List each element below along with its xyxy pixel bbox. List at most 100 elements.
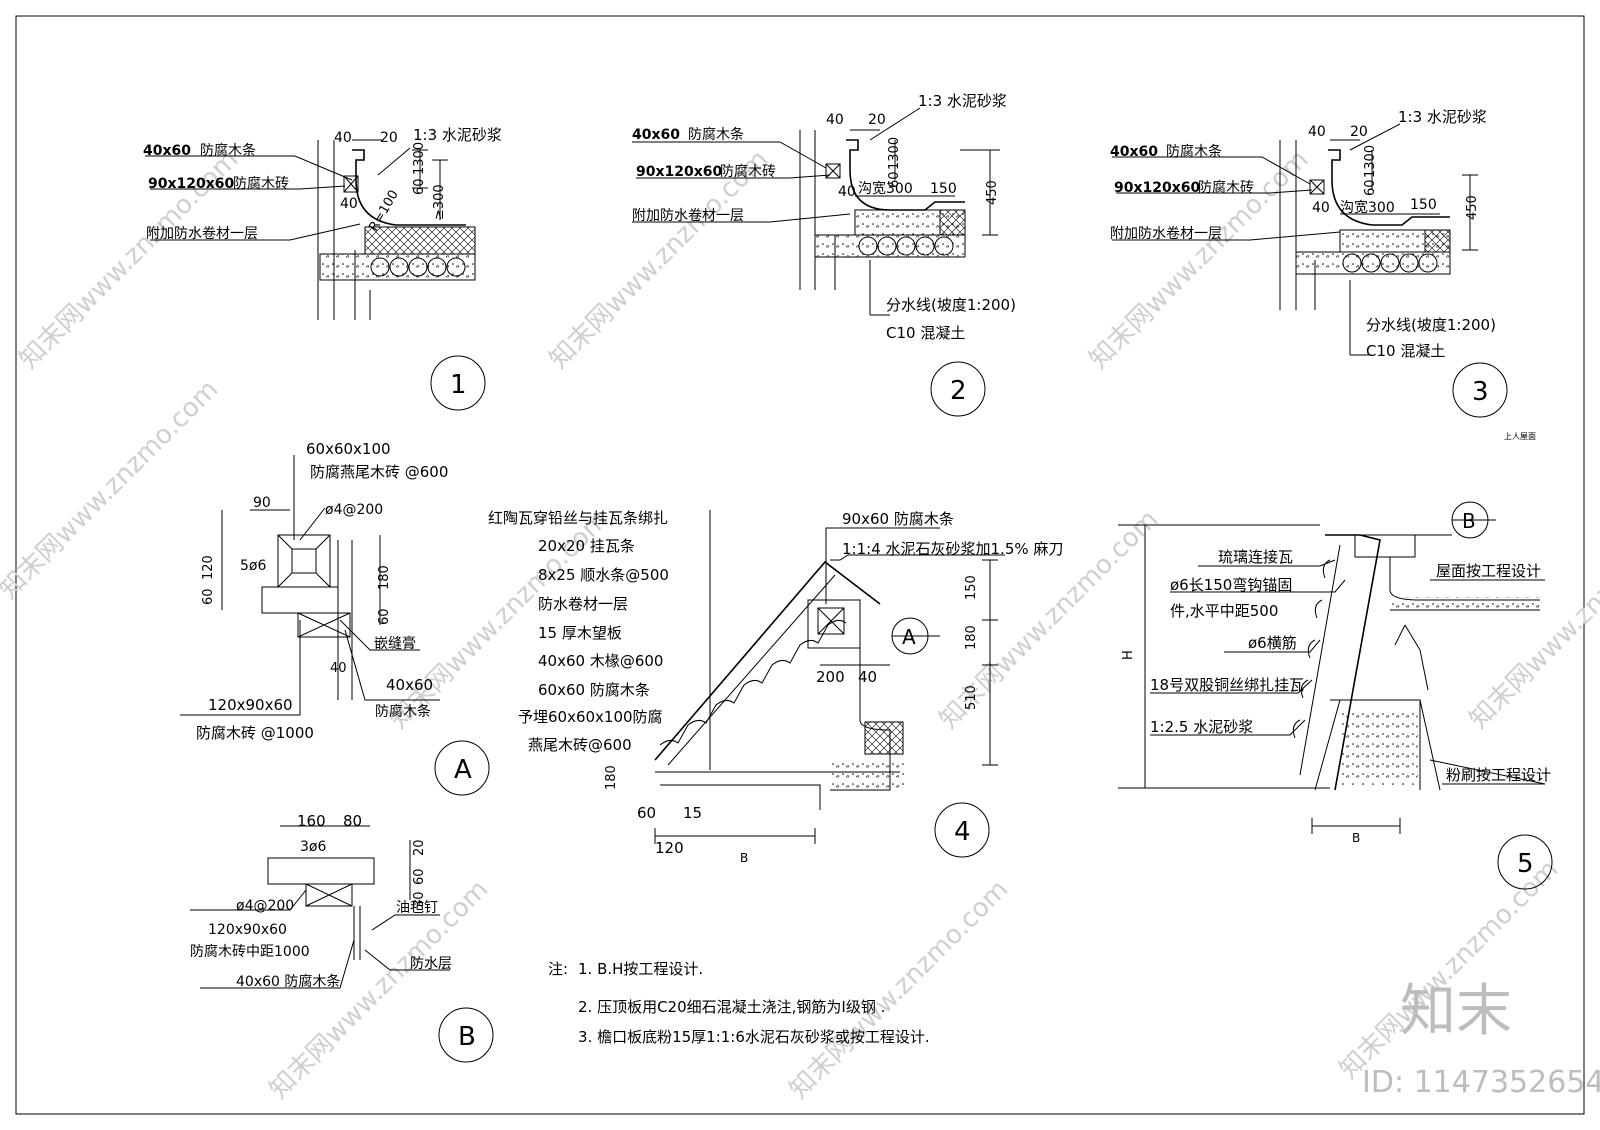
dim-text: 180 (604, 765, 619, 790)
dim-text: 120 (655, 839, 684, 857)
watermark-text: 知末网www.znzmo.com (1464, 504, 1600, 735)
label-anticorrosion-batten: 防腐木条 (200, 142, 256, 159)
dim-text: 60 (887, 171, 902, 188)
dim-text: 60x60x100 (306, 440, 391, 458)
label-anticorrosion-brick: 防腐木砖 @1000 (196, 724, 314, 742)
detail-4: 150 180 510 200 40 180 60 15 120 B 红陶瓦穿铅… (488, 509, 1063, 865)
dim-text: 沟宽300 (858, 180, 913, 197)
label-waterproof-sheet: 防水卷材一层 (538, 595, 628, 613)
label-batten: 60x60 防腐木条 (538, 681, 650, 699)
label-anchor-spacing: 件,水平中距500 (1170, 602, 1278, 620)
label-glazed-tile: 琉璃连接瓦 (1218, 548, 1293, 566)
detail-b: 160 80 3ø6 20 60 30 ø4@200 120x90x60 防腐木… (190, 812, 494, 1063)
dim-text: 60 (377, 608, 392, 625)
dim-text: 150 (964, 575, 979, 600)
label-copper-wire: 18号双股铜丝绑扎挂瓦 (1150, 676, 1304, 694)
label-batten-90x60: 90x60 防腐木条 (842, 510, 954, 528)
label-90x120x60: 90x120x60 (636, 164, 723, 180)
dim-text: 160 (297, 812, 326, 830)
watermark-logo: 知末 (1400, 979, 1512, 1044)
dim-text: 40 (330, 661, 347, 676)
label-40x60: 40x60 (386, 676, 433, 694)
dim-text: 40 (334, 130, 352, 146)
watermark-text: 知末网www.znzmo.com (784, 874, 1015, 1105)
dim-text: 40 (340, 196, 358, 212)
dim-text: 150 (930, 181, 957, 197)
label-divide-line: 分水线(坡度1:200) (1366, 316, 1496, 334)
dim-text: 30 (412, 891, 427, 908)
dim-text: 60 (637, 804, 656, 822)
dim-text: 40 (1312, 200, 1330, 216)
detail-1: 40 20 1300 60 40 R=100 ≥300 40x60 防腐木条 9… (143, 126, 502, 411)
note-3: 3. 檐口板底粉15厚1:1:6水泥石灰砂浆或按工程设计. (578, 1028, 930, 1046)
dim-text: 450 (1465, 195, 1480, 220)
label-dovetail-brick: 燕尾木砖@600 (528, 736, 632, 754)
label-embedded-brick: 予埋60x60x100防腐 (518, 708, 663, 726)
label-cement-mortar: 1:3 水泥砂浆 (1398, 108, 1487, 126)
dim-text: 60 (1363, 179, 1378, 196)
watermark-text: 知末网www.znzmo.com (0, 374, 224, 605)
label-sealant: 嵌缝膏 (374, 635, 416, 652)
label-horizontal-bar: ø6横筋 (1248, 634, 1297, 652)
dim-text: 120 (201, 555, 216, 580)
label-c10-concrete: C10 混凝土 (1366, 342, 1445, 360)
dim-text: 90 (253, 495, 271, 511)
dim-text: 20 (380, 130, 398, 146)
label-tile-tie: 红陶瓦穿铅丝与挂瓦条绑扎 (488, 509, 668, 527)
detail-2: 40 20 1300 60 40 沟宽300 150 450 40x60 防腐木… (632, 92, 1016, 417)
detail-a: 60x60x100 90 120 60 5ø6 180 60 40 120x90… (180, 440, 490, 796)
label-extra-waterproof: 附加防水卷材一层 (632, 208, 744, 224)
label-brick-size: 120x90x60 (208, 922, 287, 938)
dim-text: 1300 (887, 137, 902, 170)
detail-mark-3: 3 (1472, 377, 1489, 407)
label-anticorrosion-brick: 防腐木砖 (233, 175, 289, 192)
label-40x60: 40x60 (1110, 144, 1158, 160)
dim-text: 510 (964, 685, 979, 710)
dim-text: B (740, 851, 748, 865)
detail-3: 40 20 1300 60 40 沟宽300 150 450 40x60 防腐木… (1110, 108, 1536, 441)
dim-text: 180 (377, 565, 392, 590)
detail-5: H B 琉璃连接瓦 ø6长150弯钩锚固 件,水平中距500 ø6横筋 18号双… (1118, 501, 1553, 890)
note-1: 1. B.H按工程设计. (578, 960, 703, 978)
label-cement-mortar: 1:3 水泥砂浆 (413, 126, 502, 144)
label-tile-batten: 20x20 挂瓦条 (538, 537, 635, 555)
callout-b: B (1462, 509, 1476, 533)
dim-text: 20 (868, 112, 886, 128)
watermark-id: ID: 1147352654 (1362, 1065, 1600, 1100)
label-extra-waterproof: 附加防水卷材一层 (1110, 226, 1222, 242)
label-waterproof-layer: 防水层 (410, 956, 452, 972)
label-lime-mortar: 1:1:4 水泥石灰砂浆加1.5% 麻刀 (842, 540, 1063, 558)
label-rafter: 40x60 木椽@600 (538, 652, 663, 670)
detail-mark-1: 1 (450, 370, 467, 400)
label-cement-mortar: 1:3 水泥砂浆 (918, 92, 1007, 110)
dim-text: 40 (826, 112, 844, 128)
dim-text: 180 (964, 625, 979, 650)
dim-text: 40 (838, 184, 856, 200)
note-2: 2. 压顶板用C20细石混凝土浇注,钢筋为Ⅰ级钢 . (578, 998, 885, 1016)
dim-text: H (1121, 650, 1136, 660)
sheet-border (15, 15, 1585, 1115)
dim-text: 80 (343, 812, 362, 830)
dim-text: 5ø6 (240, 558, 266, 574)
label-cement-mortar: 1:2.5 水泥砂浆 (1150, 718, 1253, 736)
dim-text: B (1352, 831, 1360, 845)
label-batten: 40x60 防腐木条 (236, 973, 340, 990)
dim-text: 40 (858, 668, 877, 686)
detail-mark-2: 2 (950, 376, 967, 406)
notes-head: 注: (548, 960, 568, 978)
dim-text: 20 (412, 839, 427, 856)
label-extra-waterproof: 附加防水卷材一层 (146, 226, 258, 242)
label-anticorrosion-batten: 防腐木条 (1166, 143, 1222, 160)
label-c10-concrete: C10 混凝土 (886, 324, 965, 342)
label-brick-spacing: 防腐木砖中距1000 (190, 943, 310, 960)
label-counter-batten: 8x25 顺水条@500 (538, 566, 669, 584)
dim-text: 200 (816, 668, 845, 686)
detail-mark-circle (430, 355, 486, 411)
dim-text: 60 (412, 868, 427, 885)
label-roof-board: 15 厚木望板 (538, 624, 622, 642)
dim-text: 3ø6 (300, 839, 326, 855)
label-rebar-spacing: ø4@200 (325, 502, 383, 518)
label-anticorrosion-batten: 防腐木条 (688, 126, 744, 143)
label-divide-line: 分水线(坡度1:200) (886, 296, 1016, 314)
dim-text: ≥300 (432, 184, 447, 220)
